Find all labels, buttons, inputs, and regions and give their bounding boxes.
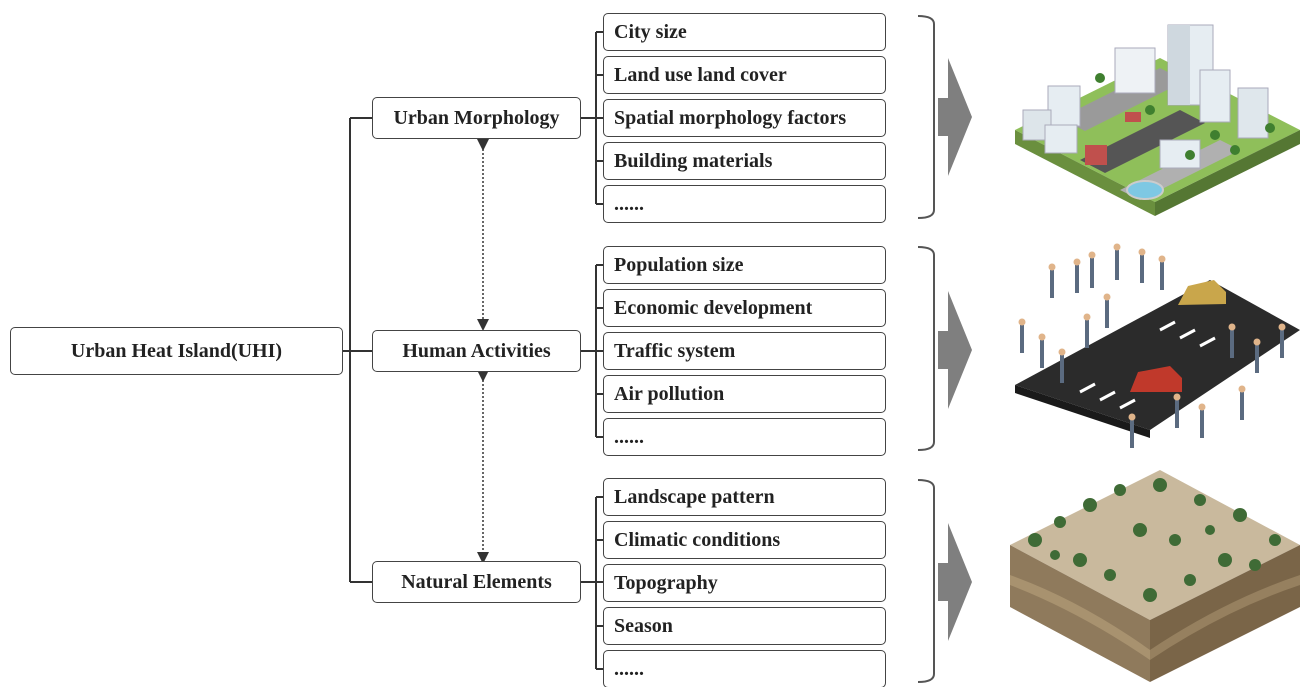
city-illustration	[1015, 24, 1300, 216]
terrain-illustration	[1010, 470, 1300, 682]
factor-label: Season	[614, 614, 673, 637]
factor-item: Season	[603, 607, 886, 645]
factor-label: Economic development	[614, 296, 813, 319]
category-label: Urban Morphology	[393, 106, 560, 129]
factor-item: Air pollution	[603, 375, 886, 413]
factor-item: Landscape pattern	[603, 478, 886, 516]
factor-label: Topography	[614, 571, 718, 594]
factor-item: Spatial morphology factors	[603, 99, 886, 137]
factor-item: Land use land cover	[603, 56, 886, 94]
factor-item: ......	[603, 418, 886, 456]
result-arrow-1	[938, 58, 972, 176]
group-bracket-3	[917, 479, 935, 683]
factor-item: Topography	[603, 564, 886, 602]
factor-label: Building materials	[614, 149, 773, 172]
factor-item: Climatic conditions	[603, 521, 886, 559]
category-label: Human Activities	[402, 339, 551, 362]
factor-label: Air pollution	[614, 382, 725, 405]
factor-label: ......	[614, 192, 644, 215]
root-node: Urban Heat Island(UHI)	[10, 327, 343, 375]
factor-item: City size	[603, 13, 886, 51]
factor-item: ......	[603, 650, 886, 687]
factor-connectors-3	[581, 496, 603, 670]
factor-item: Traffic system	[603, 332, 886, 370]
factor-label: ......	[614, 425, 644, 448]
factor-item: ......	[603, 185, 886, 223]
category-urban-morphology: Urban Morphology	[372, 97, 581, 139]
factor-label: Landscape pattern	[614, 485, 775, 508]
category-label: Natural Elements	[401, 570, 552, 593]
factor-item: Building materials	[603, 142, 886, 180]
factor-item: Population size	[603, 246, 886, 284]
factor-label: Traffic system	[614, 339, 736, 362]
group-bracket-1	[917, 15, 935, 219]
factor-item: Economic development	[603, 289, 886, 327]
category-human-activities: Human Activities	[372, 330, 581, 372]
result-arrow-3	[938, 523, 972, 641]
factor-label: Land use land cover	[614, 63, 787, 86]
factor-label: ......	[614, 657, 644, 680]
factor-connectors-2	[581, 264, 603, 438]
factor-label: Climatic conditions	[614, 528, 781, 551]
category-natural-elements: Natural Elements	[372, 561, 581, 603]
factor-label: Spatial morphology factors	[614, 106, 847, 129]
factor-label: City size	[614, 20, 687, 43]
result-arrow-2	[938, 291, 972, 409]
group-bracket-2	[917, 246, 935, 451]
factor-label: Population size	[614, 253, 744, 276]
root-label: Urban Heat Island(UHI)	[70, 339, 283, 362]
crowd-illustration	[1015, 243, 1300, 448]
factor-connectors-1	[581, 31, 603, 205]
